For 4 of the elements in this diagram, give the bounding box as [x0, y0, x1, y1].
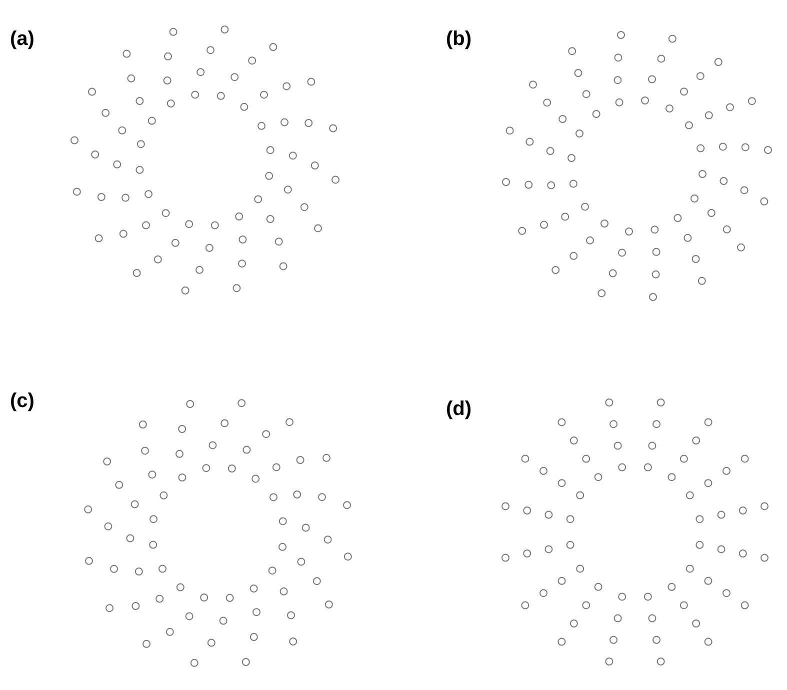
panel-label: (d) — [446, 398, 472, 421]
panel-label: (a) — [10, 28, 34, 51]
panel-label: (c) — [10, 390, 34, 413]
panel-label: (b) — [446, 28, 472, 51]
